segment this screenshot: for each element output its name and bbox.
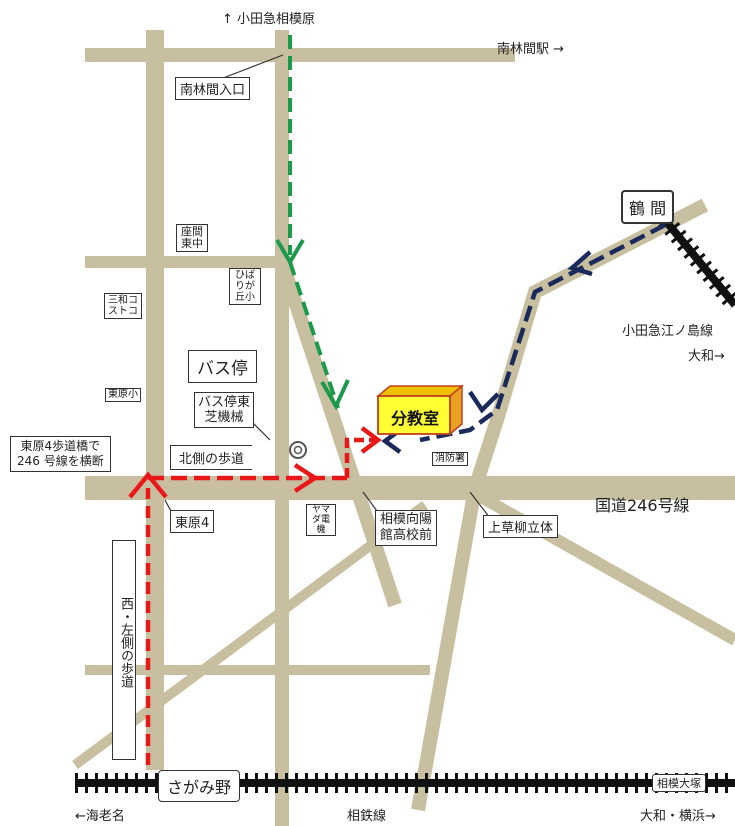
- yamato-direction: 大和→: [688, 349, 725, 364]
- miwa-costco-label: 三和コストコ: [104, 293, 142, 319]
- route-red: [128, 426, 382, 765]
- rail-odakyu-ties: [658, 214, 735, 311]
- rinkan-station-direction: 南林間駅 →: [497, 42, 565, 57]
- minami-rinkan-iriguchi-label: 南林間入口: [175, 77, 251, 100]
- station-tsuruma: 鶴 間: [621, 190, 675, 224]
- route-246-label: 国道246号線: [595, 496, 690, 515]
- odakyu-enoshima-label: 小田急江ノ島線: [622, 324, 714, 339]
- station-sagami-otsuka: 相模大塚: [652, 774, 706, 792]
- higashihara-elem-label: 東原小: [105, 388, 141, 402]
- sotetsu-line-label: 相鉄線: [347, 809, 387, 824]
- north-direction-label: ↑ 小田急相模原: [222, 12, 316, 27]
- higashihara4-label: 東原4: [170, 510, 215, 533]
- road-diagonal-sagamikoyo: [275, 259, 402, 608]
- zama-higashi-label: 座間東中: [176, 224, 208, 252]
- pedestrian-bridge-note: 東原4歩道橋で 246 号線を横断: [10, 436, 111, 472]
- bus-stop-symbol: [289, 441, 307, 459]
- north-sidewalk-label: 北側の歩道: [170, 445, 253, 470]
- bus-stop-toshiba-label: バス停東芝機械: [194, 392, 254, 428]
- fire-station-label: 消防署: [432, 452, 468, 466]
- yamato-yokohama-direction: 大和・横浜→: [640, 809, 716, 824]
- road-diagonal-east: [462, 482, 735, 646]
- station-sagamino: さがみ野: [158, 770, 241, 802]
- ebina-direction: ←海老名: [75, 809, 125, 824]
- kamisouyagi-label: 上草柳立体: [483, 515, 559, 538]
- sagami-koyo-label: 相模向陽 館高校前: [375, 510, 438, 546]
- roads: [72, 30, 735, 826]
- hibarigaoka-label: ひばりが丘小: [229, 268, 261, 305]
- destination-branch-school: 分教室: [390, 409, 439, 428]
- branch-school-block: [375, 384, 465, 436]
- west-sidewalk-label: 西・左側の歩道: [112, 540, 136, 760]
- yamada-denki-label: ヤマダ電機: [306, 504, 336, 536]
- bus-stop-label: バス停: [188, 350, 257, 383]
- rail-odakyu-enoshima: [661, 217, 735, 308]
- route-green: [275, 35, 350, 411]
